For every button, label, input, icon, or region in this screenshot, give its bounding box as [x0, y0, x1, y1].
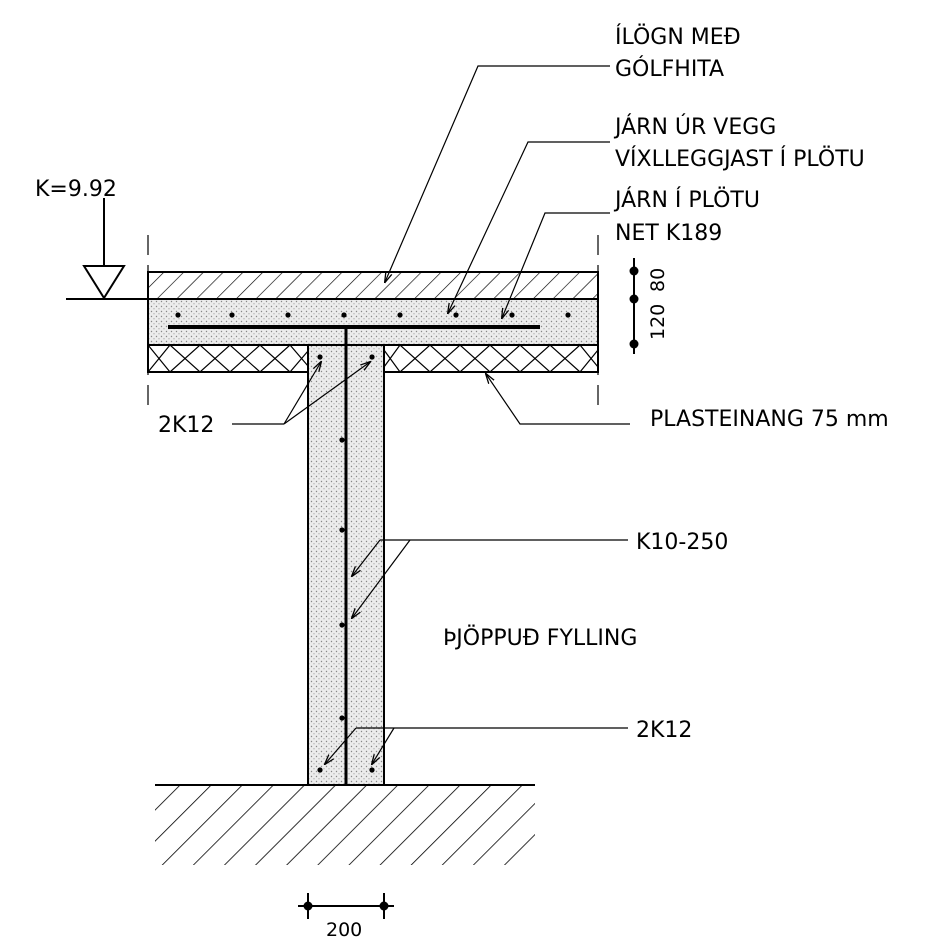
stirrups-label: K10-250 [636, 530, 728, 555]
concrete-slab [147, 298, 599, 346]
screed-label-2: GÓLFHITA [615, 56, 724, 82]
screed-label-1: ÍLÖGN MEÐ [615, 24, 741, 50]
wall-width-dim: 200 [326, 919, 362, 941]
screed-thickness-dim: 80 [647, 268, 669, 292]
elevation-label: K=9.92 [35, 177, 117, 202]
stirrups-leader [352, 539, 628, 618]
top-bars-label: 2K12 [158, 413, 214, 438]
insulation-layer-right [383, 344, 599, 373]
wall-bars-label-2: VÍXLLEGGJAST Í PLÖTU [615, 146, 865, 172]
top-bars-leader [232, 362, 370, 425]
insulation-leader [486, 374, 630, 425]
slab-thickness-dim: 120 [647, 304, 669, 340]
slab-mesh-label-2: NET K189 [615, 221, 722, 246]
screed-layer [147, 271, 599, 300]
elevation-marker [66, 198, 148, 300]
wall-bars-label-1: JÁRN ÚR VEGG [613, 114, 776, 140]
insulation-layer-left [147, 344, 309, 373]
bottom-bars-label: 2K12 [636, 718, 692, 743]
slab-mesh-label-1: JÁRN Í PLÖTU [613, 187, 760, 213]
slab-dimension [629, 258, 639, 354]
wall-width-dimension [298, 893, 394, 919]
bottom-bars-leader [325, 727, 628, 764]
fill-label: ÞJÖPPUÐ FYLLING [443, 625, 637, 651]
insulation-label: PLASTEINANG 75 mm [650, 407, 889, 432]
ground-foundation [155, 785, 535, 865]
wall-bars-leader [448, 141, 610, 313]
slab-rebar-dots [175, 312, 571, 318]
wall-rebar-dots [317, 354, 375, 773]
screed-leader [385, 65, 610, 282]
slab-mesh-leader [502, 212, 610, 318]
